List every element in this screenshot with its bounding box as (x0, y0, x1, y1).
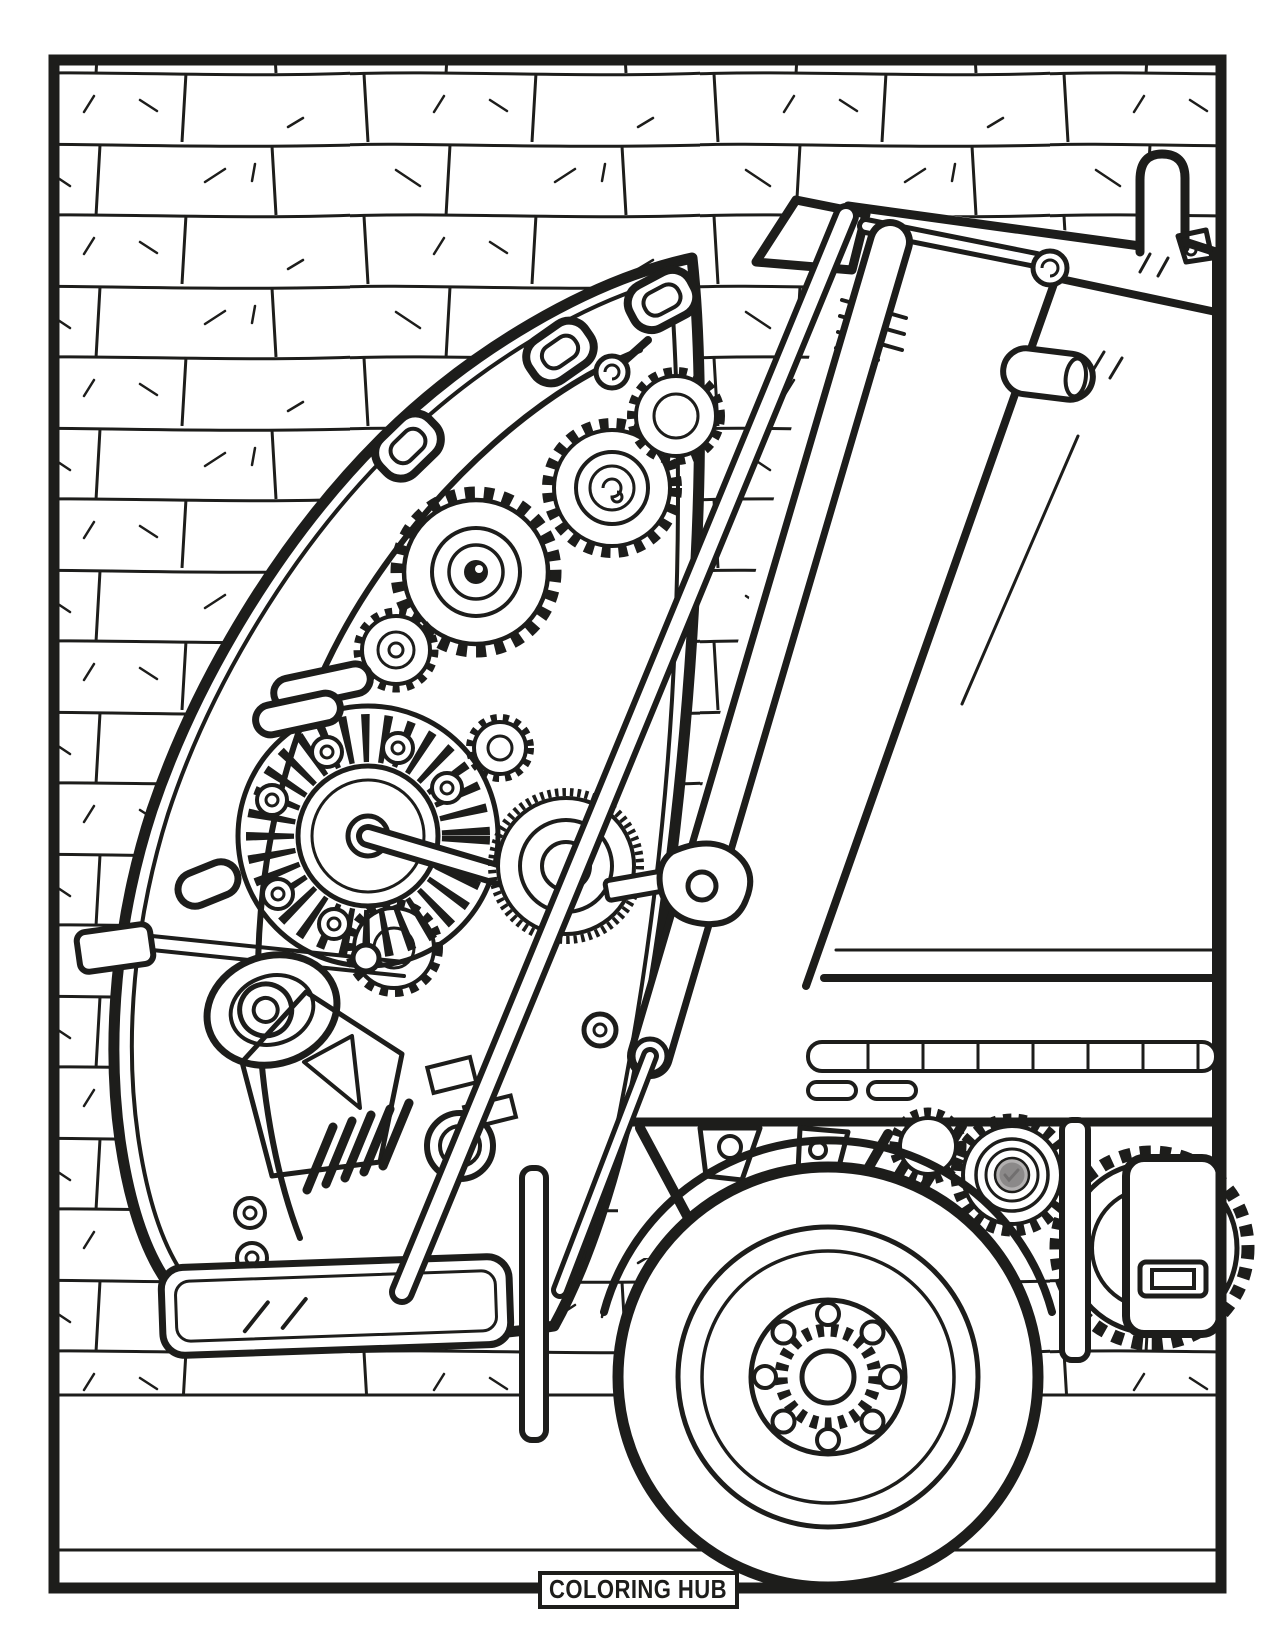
support-leg-left (519, 1165, 549, 1443)
pivot-scroll (1030, 248, 1070, 288)
gear-top-spiral (542, 418, 682, 558)
gear-large (390, 486, 562, 658)
support-leg-right (1059, 1117, 1091, 1363)
gear-partial-top (627, 367, 725, 465)
axle-bore (799, 1348, 857, 1406)
thin-rod (150, 934, 406, 978)
footer-badge: COLORING HUB (538, 1571, 739, 1609)
gear-small-upper (353, 607, 439, 693)
hydraulic-arms (389, 203, 913, 1305)
panel-top-edge (1052, 274, 1220, 316)
footer-brand-label: COLORING HUB (549, 1574, 727, 1604)
pill-vent-right (866, 1080, 918, 1101)
disc-bolts (255, 731, 464, 941)
hydraulic-pin (1000, 345, 1096, 403)
footer-badge-box (538, 1571, 739, 1609)
hub-check-mark (1003, 1168, 1020, 1183)
rim-inner (700, 1249, 956, 1505)
latch-bracket (602, 840, 754, 928)
gear-mid-small (466, 714, 534, 782)
rail-scroll (593, 353, 631, 391)
panel-sheen-line (960, 434, 1080, 706)
exhaust-stack (1135, 149, 1190, 257)
vent-strip (806, 1040, 1218, 1073)
rim-ears (174, 265, 701, 910)
panel-slant-edge (802, 274, 1060, 990)
wheel (612, 1161, 1044, 1593)
hatch-ribs (302, 1098, 414, 1195)
rim-outer (675, 1224, 981, 1530)
pill-vent-left (806, 1080, 858, 1101)
rim-step-tab (73, 921, 157, 975)
bead-ring (774, 1323, 882, 1431)
hub-plate (748, 1297, 908, 1457)
sketch-marks (1090, 252, 1170, 380)
compactor-tailgate (73, 252, 725, 1359)
rim-inner-line (129, 276, 678, 1288)
bottom-pan (157, 1253, 515, 1359)
battery-box (1122, 1154, 1224, 1338)
wheel-arch (600, 1136, 1056, 1316)
clevis-eye (581, 1011, 619, 1049)
lug-nuts (752, 1301, 904, 1453)
